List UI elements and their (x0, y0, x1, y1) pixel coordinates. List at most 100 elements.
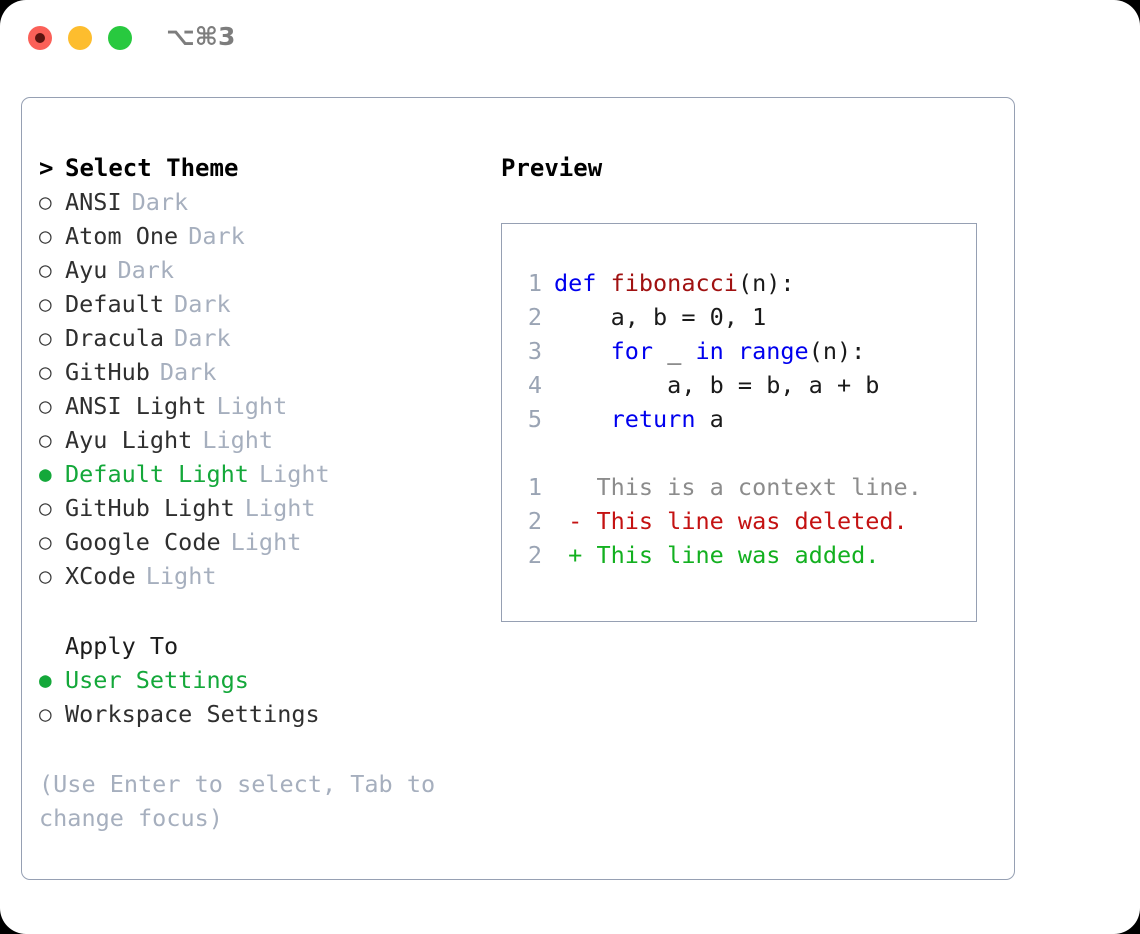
title-bar: ⌥⌘3 (0, 0, 1140, 78)
close-button[interactable] (28, 26, 52, 50)
radio-empty-icon[interactable]: ○ (39, 258, 52, 282)
code-line: 5 return a (502, 402, 976, 436)
code-token: def (554, 269, 611, 297)
theme-list-item[interactable]: ○ ANSI Dark (39, 185, 489, 219)
theme-name: Google Code (65, 528, 221, 556)
code-token: for (610, 337, 654, 365)
code-token: return (610, 405, 696, 433)
apply-to-label: Apply To (65, 632, 179, 660)
code-token (724, 337, 738, 365)
radio-selected-icon[interactable]: ● (39, 668, 52, 692)
theme-list-item[interactable]: ● Default Light Light (39, 457, 489, 491)
theme-variant-tag: Light (230, 528, 302, 556)
diff-marker (554, 473, 582, 501)
apply-to-option[interactable]: ● User Settings (39, 663, 489, 697)
line-number: 2 (527, 541, 542, 569)
radio-empty-icon[interactable]: ○ (39, 190, 52, 214)
line-number: 2 (527, 303, 542, 331)
apply-to-option-label: Workspace Settings (65, 700, 320, 728)
radio-empty-icon[interactable]: ○ (39, 564, 52, 588)
select-theme-heading: > Select Theme (39, 151, 489, 185)
code-line: 3 for _ in range(n): (502, 334, 976, 368)
code-token (554, 337, 611, 365)
theme-list-item[interactable]: ○ Atom One Dark (39, 219, 489, 253)
line-number: 2 (527, 507, 542, 535)
theme-variant-tag: Dark (131, 188, 189, 216)
theme-name: Atom One (65, 222, 179, 250)
theme-variant-tag: Dark (174, 290, 231, 318)
radio-empty-icon[interactable]: ○ (39, 496, 52, 520)
spacer (502, 436, 976, 470)
radio-empty-icon[interactable]: ○ (39, 428, 52, 452)
code-token: a, b = 0, 1 (554, 303, 767, 331)
theme-name: XCode (65, 562, 136, 590)
apply-to-option[interactable]: ○ Workspace Settings (39, 697, 489, 731)
theme-list-item[interactable]: ○ Dracula Dark (39, 321, 489, 355)
theme-name: Ayu Light (65, 426, 193, 454)
minimize-button[interactable] (68, 26, 92, 50)
radio-empty-icon[interactable]: ○ (39, 360, 52, 384)
theme-name: Default Light (65, 460, 249, 488)
radio-selected-icon[interactable]: ● (39, 462, 52, 486)
theme-variant-tag: Light (244, 494, 316, 522)
radio-empty-icon[interactable]: ○ (39, 530, 52, 554)
theme-name: Dracula (65, 324, 165, 352)
line-number: 4 (527, 371, 542, 399)
code-token: (n): (808, 337, 866, 365)
diff-marker: + (554, 541, 583, 569)
code-line: 2 a, b = 0, 1 (502, 300, 976, 334)
diff-text: This line was added. (582, 541, 880, 569)
radio-empty-icon[interactable]: ○ (39, 394, 52, 418)
diff-line: 2 - This line was deleted. (502, 504, 976, 538)
traffic-light-group (28, 26, 132, 50)
code-token: a (695, 405, 724, 433)
keyboard-hint: (Use Enter to select, Tab to change focu… (39, 770, 450, 832)
theme-variant-tag: Light (258, 460, 330, 488)
apply-to-list: ● User Settings ○ Workspace Settings (39, 663, 489, 731)
spacer (39, 593, 489, 629)
theme-variant-tag: Dark (188, 222, 245, 250)
radio-empty-icon[interactable]: ○ (39, 326, 52, 350)
theme-name: GitHub (65, 358, 150, 386)
code-token: in (695, 337, 724, 365)
apply-to-option-label: User Settings (65, 666, 249, 694)
theme-name: Default (65, 290, 165, 318)
code-token: range (737, 337, 809, 365)
caret-icon: > (39, 154, 54, 182)
maximize-button[interactable] (108, 26, 132, 50)
diff-sample: 1 This is a context line.2 - This line w… (502, 470, 976, 572)
diff-text: This line was deleted. (582, 507, 908, 535)
theme-list-item[interactable]: ○ Default Dark (39, 287, 489, 321)
theme-list-item[interactable]: ○ ANSI Light Light (39, 389, 489, 423)
diff-line: 1 This is a context line. (502, 470, 976, 504)
theme-name: ANSI (65, 188, 122, 216)
radio-empty-icon[interactable]: ○ (39, 702, 52, 726)
theme-variant-tag: Dark (174, 324, 231, 352)
code-token (554, 405, 611, 433)
theme-variant-tag: Light (145, 562, 217, 590)
theme-variant-tag: Light (216, 392, 288, 420)
theme-list-item[interactable]: ○ Google Code Light (39, 525, 489, 559)
radio-empty-icon[interactable]: ○ (39, 292, 52, 316)
diff-marker: - (554, 507, 583, 535)
radio-empty-icon[interactable]: ○ (39, 224, 52, 248)
code-token: fibonacci (610, 269, 738, 297)
theme-list-item[interactable]: ○ XCode Light (39, 559, 489, 593)
select-theme-heading-label: Select Theme (65, 154, 239, 182)
code-line: 4 a, b = b, a + b (502, 368, 976, 402)
spacer (39, 731, 489, 767)
theme-name: Ayu (65, 256, 108, 284)
code-token: _ (653, 337, 696, 365)
theme-name: ANSI Light (65, 392, 207, 420)
code-token: a, b = b, a + b (554, 371, 880, 399)
preview-title: Preview (501, 154, 603, 182)
line-number: 1 (527, 473, 542, 501)
